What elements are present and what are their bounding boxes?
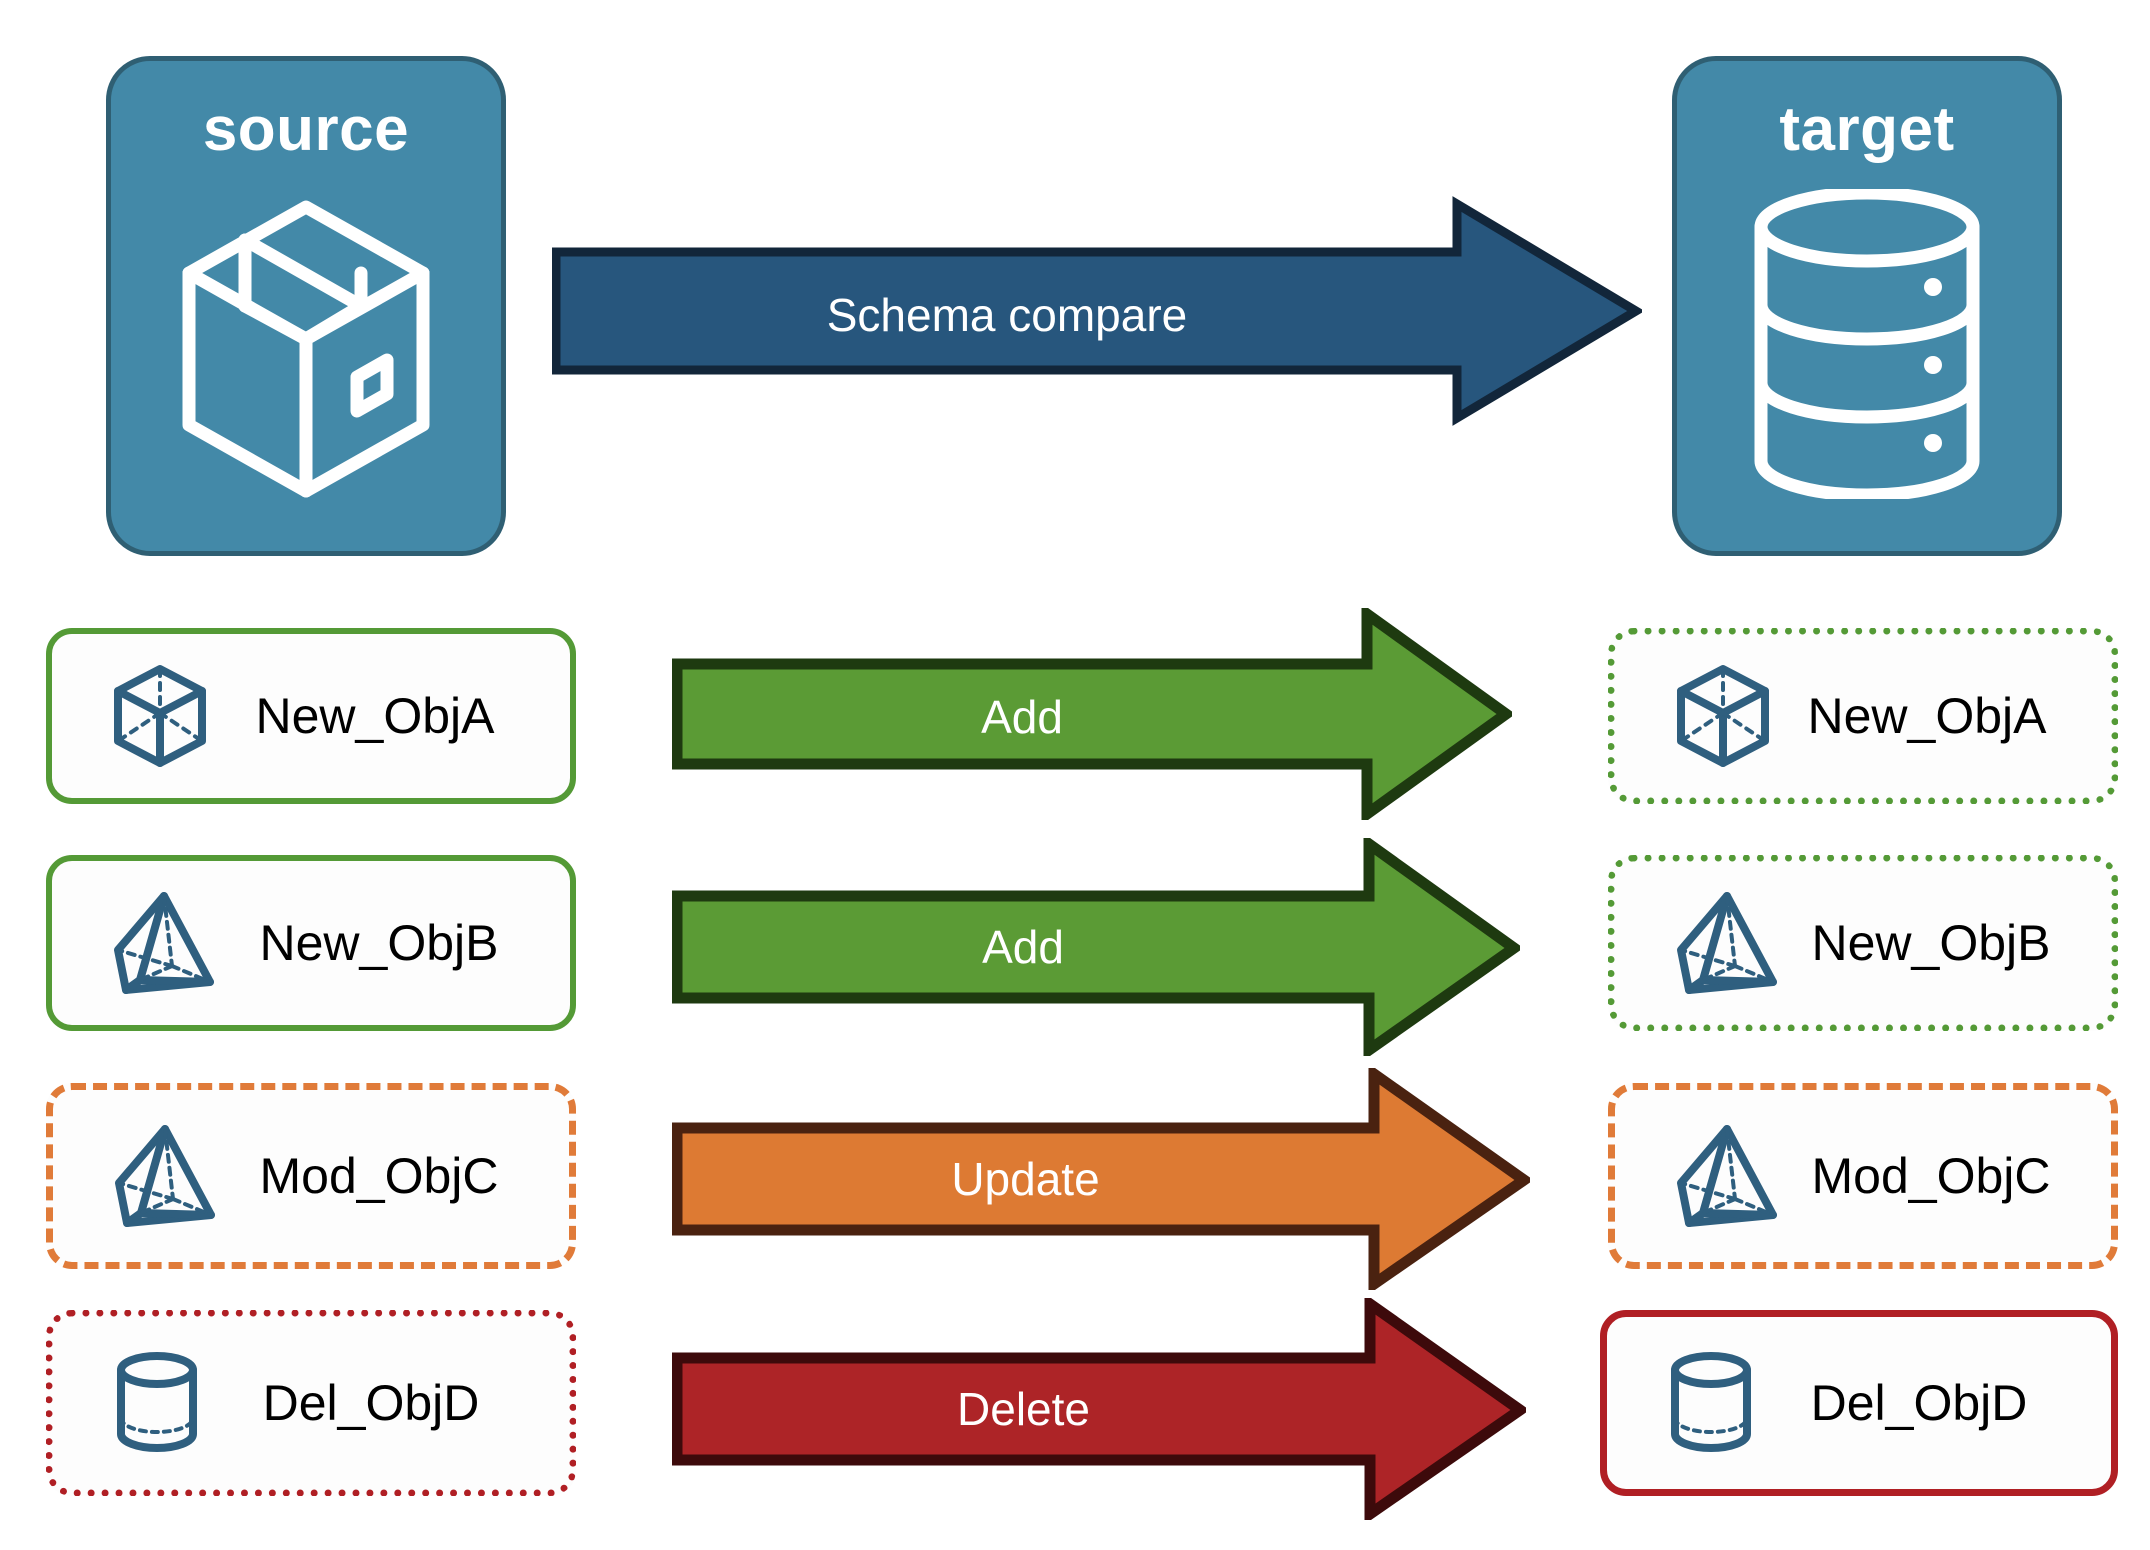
- source-chip-new-obja[interactable]: New_ObjA: [46, 628, 576, 804]
- schema-compare-arrow[interactable]: [551, 196, 1645, 426]
- chip-label: New_ObjA: [255, 688, 495, 744]
- chip-label: New_ObjA: [1807, 688, 2047, 744]
- wireframe-cube-icon: [1673, 661, 1773, 771]
- update-arrow[interactable]: [671, 1063, 1534, 1295]
- wireframe-pyramid-icon: [1673, 888, 1781, 998]
- chip-label: Mod_ObjC: [259, 1148, 499, 1204]
- delete-arrow[interactable]: [671, 1293, 1530, 1525]
- wireframe-pyramid-icon: [1673, 1121, 1781, 1231]
- chip-label: New_ObjB: [1811, 915, 2051, 971]
- source-chip-new-objb[interactable]: New_ObjB: [46, 855, 576, 1031]
- target-chip-mod-objc[interactable]: Mod_ObjC: [1608, 1083, 2118, 1269]
- target-chip-new-objb[interactable]: New_ObjB: [1608, 855, 2118, 1031]
- schema-compare-arrow-label: Schema compare: [826, 289, 1188, 341]
- target-panel[interactable]: target: [1672, 56, 2062, 556]
- chip-label: Del_ObjD: [262, 1375, 480, 1431]
- source-chip-mod-objc[interactable]: Mod_ObjC: [46, 1083, 576, 1269]
- wireframe-cylinder-icon: [111, 1348, 203, 1458]
- chip-label: Del_ObjD: [1810, 1375, 2028, 1431]
- package-box-icon: [171, 189, 441, 514]
- source-panel[interactable]: source: [106, 56, 506, 556]
- chip-label: New_ObjB: [259, 915, 499, 971]
- database-cylinder-icon: [1747, 186, 1987, 504]
- wireframe-cube-icon: [110, 661, 210, 771]
- wireframe-cylinder-icon: [1665, 1348, 1757, 1458]
- add-arrow-2[interactable]: [671, 833, 1524, 1061]
- target-chip-new-obja[interactable]: New_ObjA: [1608, 628, 2118, 804]
- target-panel-title: target: [1779, 95, 1955, 164]
- target-chip-del-objd[interactable]: Del_ObjD: [1600, 1310, 2118, 1496]
- wireframe-pyramid-icon: [110, 888, 218, 998]
- chip-label: Mod_ObjC: [1811, 1148, 2051, 1204]
- add-arrow-1[interactable]: [671, 603, 1516, 825]
- source-chip-del-objd[interactable]: Del_ObjD: [46, 1310, 576, 1496]
- source-panel-title: source: [202, 95, 410, 164]
- wireframe-pyramid-icon: [111, 1121, 219, 1231]
